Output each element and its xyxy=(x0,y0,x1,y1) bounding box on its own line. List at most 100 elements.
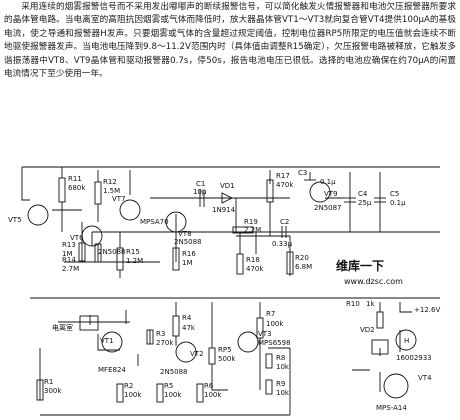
r14-resistor xyxy=(94,243,102,263)
r4-resistor xyxy=(172,315,180,337)
r16-resistor xyxy=(172,247,180,271)
vt9-type: 2N5087 xyxy=(314,204,342,212)
r10-value: 1k xyxy=(366,300,375,308)
r11-value: 680k xyxy=(68,184,86,192)
wires xyxy=(21,166,440,416)
r20-resistor xyxy=(286,251,294,275)
vt2-transistor xyxy=(175,341,197,363)
r2-value: 100k xyxy=(124,391,142,399)
vt8-type: 2N5088 xyxy=(174,238,202,246)
r20-value: 6.8M xyxy=(295,263,312,271)
watermark-text: 维库一下 xyxy=(336,258,384,273)
c5-label: C5 xyxy=(390,190,399,198)
vd1-type: 1N914 xyxy=(212,206,236,214)
vt4-transistor xyxy=(383,373,409,399)
r9-label: R9 xyxy=(276,380,285,388)
c3-value: 0.1μ xyxy=(320,178,336,186)
r10-resistor xyxy=(376,311,384,329)
c4-value: 25μ xyxy=(358,199,372,207)
vd1-diode xyxy=(221,192,234,204)
r13-value: 1M xyxy=(62,250,73,258)
vt6-transistor xyxy=(81,225,103,247)
r11-resistor xyxy=(58,177,66,203)
r19-resistor xyxy=(232,226,254,234)
description-paragraph: 采用连续的烟雾报警信号而不采用发出嘟嘟声的断续报警信号，可以简化触发火情报警器和… xyxy=(4,2,456,80)
vt1-label: VT1 xyxy=(100,337,114,345)
r8-value: 10k xyxy=(276,363,290,371)
r9-value: 10k xyxy=(276,389,290,397)
vd2-label: VD2 xyxy=(360,326,375,334)
r11-label: R11 xyxy=(68,175,82,183)
r19-value: 2.2M xyxy=(244,226,261,234)
r4-value: 47k xyxy=(182,324,196,332)
r3-value: 270k xyxy=(156,339,174,347)
c5-value: 0.1μ xyxy=(390,199,406,207)
r19-label: R19 xyxy=(244,218,258,226)
vt6-label: VT6 xyxy=(70,234,84,242)
r17-value: 470k xyxy=(276,181,294,189)
r2-label: R2 xyxy=(124,382,133,390)
r1-resistor xyxy=(36,379,44,401)
r7-label: R7 xyxy=(266,310,275,318)
h-buzzer xyxy=(395,329,417,351)
r5-resistor xyxy=(156,383,164,403)
r14-value: 2.7M xyxy=(62,265,79,273)
r4-label: R4 xyxy=(182,314,192,322)
r17-resistor xyxy=(266,179,274,203)
vt3-transistor xyxy=(237,331,259,353)
r1-value: 300k xyxy=(44,387,62,395)
vt8-transistor xyxy=(165,211,187,233)
r13-resistor xyxy=(78,242,86,262)
vt5-label: VT5 xyxy=(8,216,22,224)
r5-value: 100k xyxy=(164,391,182,399)
r3-label: R3 xyxy=(156,330,165,338)
c4-label: C4 xyxy=(358,190,368,198)
watermark: 维库一下 www.dzsc.com xyxy=(336,258,403,286)
vt2-type: 2N5088 xyxy=(160,368,188,376)
r17-label: R17 xyxy=(276,172,290,180)
c1-value: 10μ xyxy=(193,188,207,196)
rp5-value: 500k xyxy=(218,355,236,363)
chamber-label: 电离室 xyxy=(52,323,73,332)
vt5-transistor xyxy=(27,204,49,226)
vt2-label: VT2 xyxy=(190,350,204,358)
vt3-label: VT3 xyxy=(258,330,272,338)
vd1-label: VD1 xyxy=(220,182,235,190)
r8-resistor xyxy=(265,353,273,369)
r6-label: R6 xyxy=(204,382,214,390)
vt7-type: MPSA70 xyxy=(140,218,169,226)
ionization-chamber xyxy=(79,315,99,331)
watermark-url: www.dzsc.com xyxy=(344,277,403,286)
c3-label: C3 xyxy=(298,169,307,177)
vt1-transistor xyxy=(101,331,123,353)
components xyxy=(27,177,417,403)
vt1-type: MFE824 xyxy=(98,366,126,374)
r16-value: 1M xyxy=(182,259,193,267)
h-type: 16002933 xyxy=(396,354,432,362)
vt8-label: VT8 xyxy=(178,230,192,238)
r7-value: 100k xyxy=(266,320,284,328)
r6-resistor xyxy=(196,383,204,403)
vt4-label: VT4 xyxy=(418,374,432,382)
r15-value: 1.2M xyxy=(126,257,143,265)
vt9-label: VT9 xyxy=(324,190,338,198)
supply-label: +12.6V xyxy=(414,306,440,314)
r12-resistor xyxy=(94,181,102,205)
r12-label: R12 xyxy=(103,178,117,186)
r6-value: 100k xyxy=(204,391,222,399)
rp5-potentiometer xyxy=(208,347,216,365)
vt3-type: MPS6598 xyxy=(258,339,291,347)
r5-label: R5 xyxy=(164,382,173,390)
c2-value: 0.33μ xyxy=(272,240,293,248)
r15-resistor xyxy=(116,247,124,271)
component-labels: VT5 R11 680k R12 1.5M VT6 2N5088 R13 1M … xyxy=(8,169,440,412)
r12-value: 1.5M xyxy=(103,187,120,195)
c2-label: C2 xyxy=(280,218,289,226)
vt7-transistor xyxy=(119,199,141,221)
vt9-transistor xyxy=(309,181,331,203)
r14-label: R14 xyxy=(62,256,76,264)
r8-label: R8 xyxy=(276,354,285,362)
vt6-type: 2N5088 xyxy=(98,248,126,256)
